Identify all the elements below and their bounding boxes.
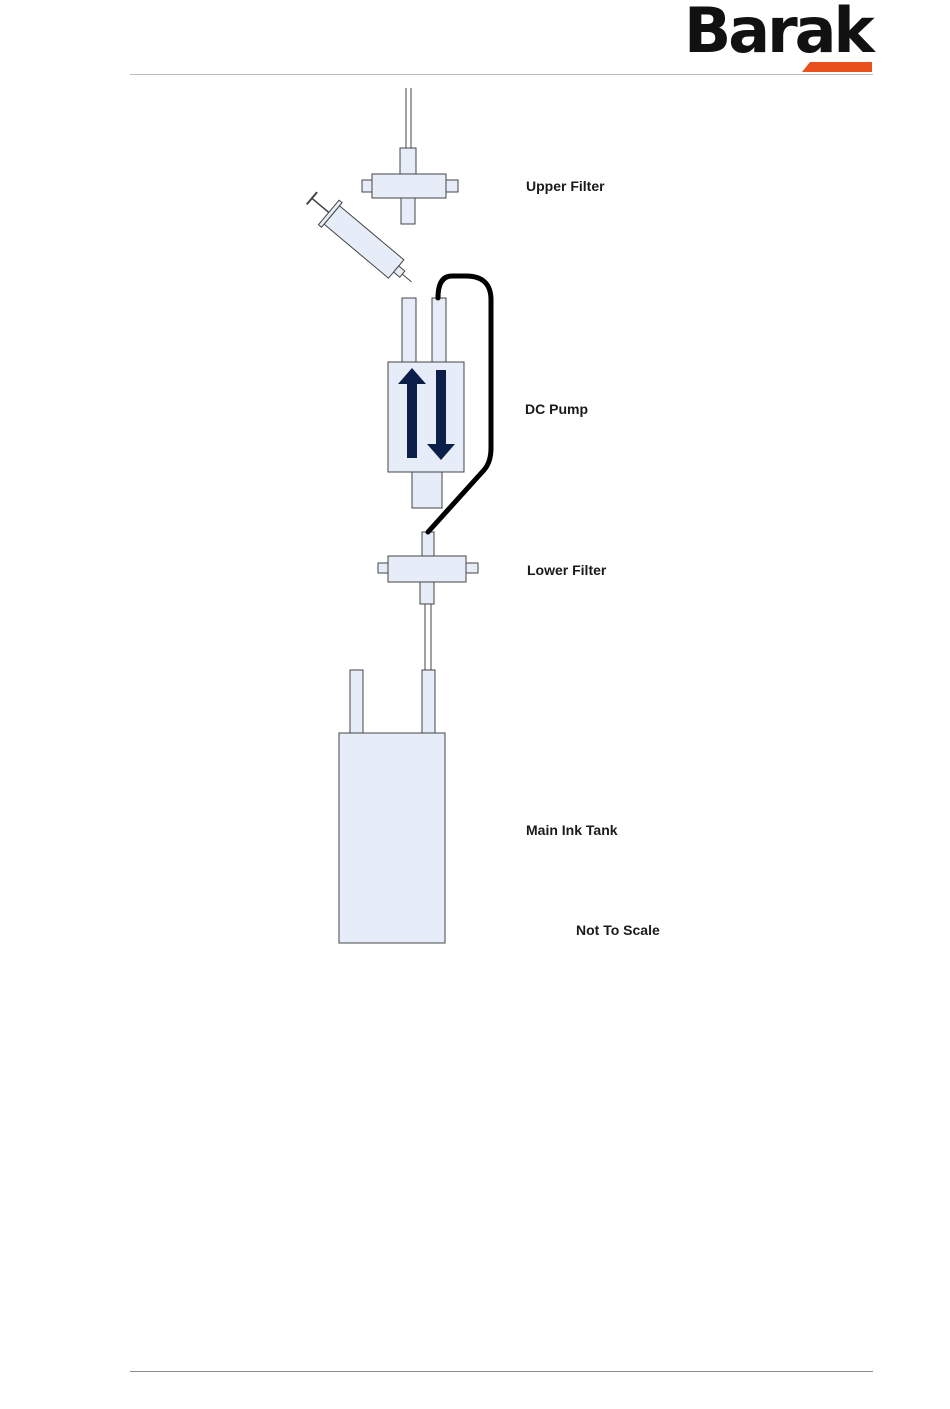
dc-pump bbox=[388, 298, 464, 508]
label-not-to-scale: Not To Scale bbox=[576, 922, 660, 938]
lower-filter bbox=[378, 532, 478, 604]
label-lower-filter: Lower Filter bbox=[527, 562, 606, 578]
label-main-ink-tank: Main Ink Tank bbox=[526, 822, 618, 838]
label-dc-pump: DC Pump bbox=[525, 401, 588, 417]
tank-feed-tube bbox=[425, 604, 431, 672]
upper-filter bbox=[362, 88, 458, 224]
main-ink-tank bbox=[339, 670, 445, 943]
footer-rule bbox=[130, 1371, 873, 1372]
label-upper-filter: Upper Filter bbox=[526, 178, 605, 194]
